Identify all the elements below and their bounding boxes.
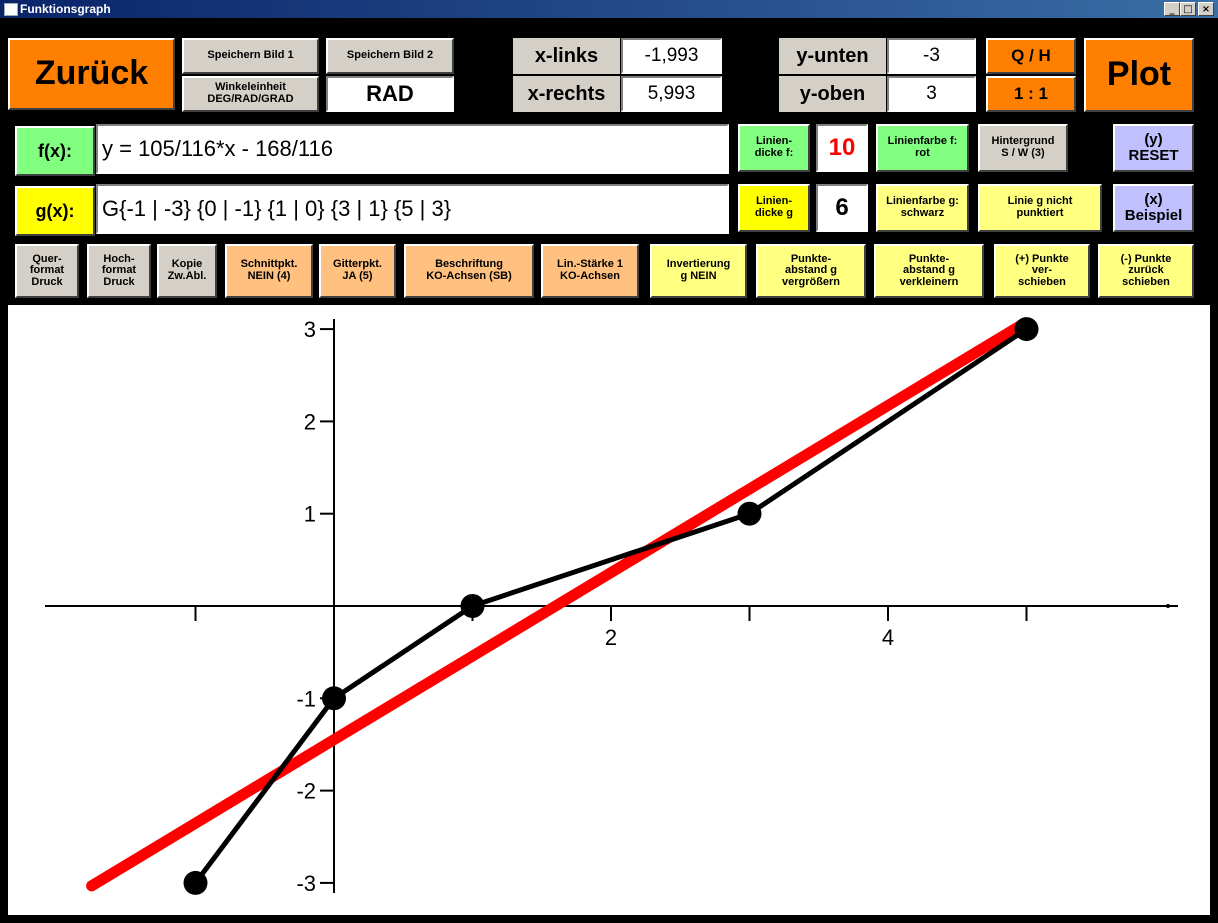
angle-unit-button[interactable]: Winkeleinheit DEG/RAD/GRAD bbox=[182, 76, 319, 112]
intersections-toggle-button[interactable]: Schnittpkt. NEIN (4) bbox=[225, 244, 313, 298]
x-links-label: x-links bbox=[513, 38, 620, 74]
g-line-color-button[interactable]: Linienfarbe g: schwarz bbox=[876, 184, 969, 232]
plot-area[interactable]: 2 4 -3 -2 -1 1 2 3 bbox=[8, 305, 1210, 915]
y-tick-label: 3 bbox=[304, 317, 316, 342]
maximize-icon[interactable]: □ bbox=[1180, 2, 1196, 16]
ratio-button[interactable]: 1 : 1 bbox=[986, 76, 1076, 112]
y-tick-label: -3 bbox=[296, 871, 316, 896]
g-line-width-input[interactable]: 6 bbox=[816, 184, 868, 232]
x-tick-label: 2 bbox=[605, 625, 617, 650]
app-icon bbox=[4, 3, 18, 16]
y-unten-input[interactable]: -3 bbox=[887, 38, 976, 74]
close-icon[interactable]: × bbox=[1198, 2, 1214, 16]
g-data-point bbox=[322, 686, 346, 711]
y-tick-label: -2 bbox=[296, 779, 316, 804]
save-image-2-button[interactable]: Speichern Bild 2 bbox=[326, 38, 454, 74]
g-expression-input[interactable]: G{-1 | -3} {0 | -1} {1 | 0} {3 | 1} {5 |… bbox=[96, 184, 729, 234]
g-data-point bbox=[460, 594, 485, 618]
axis-labels-button[interactable]: Beschriftung KO-Achsen (SB) bbox=[404, 244, 534, 298]
title-bar: Funktionsgraph _ □ × bbox=[0, 0, 1218, 18]
g-data-point bbox=[1014, 317, 1039, 342]
f-line-width-input[interactable]: 10 bbox=[816, 124, 868, 172]
angle-unit-display: RAD bbox=[326, 76, 454, 112]
background-toggle-button[interactable]: Hintergrund S / W (3) bbox=[978, 124, 1068, 172]
plot-button[interactable]: Plot bbox=[1084, 38, 1194, 112]
landscape-print-button[interactable]: Quer- format Druck bbox=[15, 244, 79, 298]
increase-point-spacing-button[interactable]: Punkte- abstand g vergrößern bbox=[756, 244, 866, 298]
window-title: Funktionsgraph bbox=[20, 2, 111, 16]
x-rechts-input[interactable]: 5,993 bbox=[621, 76, 722, 112]
invert-g-button[interactable]: Invertierung g NEIN bbox=[650, 244, 747, 298]
decrease-point-spacing-button[interactable]: Punkte- abstand g verkleinern bbox=[874, 244, 984, 298]
y-tick-label: 2 bbox=[304, 409, 316, 434]
y-oben-label: y-oben bbox=[779, 76, 886, 112]
portrait-print-button[interactable]: Hoch- format Druck bbox=[87, 244, 151, 298]
shift-points-back-button[interactable]: (-) Punkte zurück schieben bbox=[1098, 244, 1194, 298]
y-tick-label: 1 bbox=[304, 502, 316, 527]
graph-canvas: 2 4 -3 -2 -1 1 2 3 bbox=[45, 317, 1178, 896]
copy-clipboard-button[interactable]: Kopie Zw.Abl. bbox=[157, 244, 217, 298]
example-button[interactable]: (x) Beispiel bbox=[1113, 184, 1194, 232]
g-label-button[interactable]: g(x): bbox=[15, 186, 95, 236]
f-expression-input[interactable]: y = 105/116*x - 168/116 bbox=[96, 124, 729, 174]
g-data-point bbox=[737, 501, 762, 526]
grid-points-toggle-button[interactable]: Gitterpkt. JA (5) bbox=[319, 244, 396, 298]
zurueck-button[interactable]: Zurück bbox=[8, 38, 175, 110]
x-rechts-label: x-rechts bbox=[513, 76, 620, 112]
y-unten-label: y-unten bbox=[779, 38, 886, 74]
save-image-1-button[interactable]: Speichern Bild 1 bbox=[182, 38, 319, 74]
x-tick-label: 4 bbox=[882, 625, 894, 650]
g-dotted-toggle-button[interactable]: Linie g nicht punktiert bbox=[978, 184, 1102, 232]
f-line-width-button[interactable]: Linien- dicke f: bbox=[738, 124, 810, 172]
qh-button[interactable]: Q / H bbox=[986, 38, 1076, 74]
reset-button[interactable]: (y) RESET bbox=[1113, 124, 1194, 172]
x-axis-end-dot bbox=[1166, 604, 1170, 608]
g-data-point bbox=[183, 870, 208, 895]
f-graph-line bbox=[86, 317, 1031, 892]
axis-line-strength-button[interactable]: Lin.-Stärke 1 KO-Achsen bbox=[541, 244, 639, 298]
g-line-width-button[interactable]: Linien- dicke g bbox=[738, 184, 810, 232]
f-label-button[interactable]: f(x): bbox=[15, 126, 95, 176]
y-oben-input[interactable]: 3 bbox=[887, 76, 976, 112]
f-line-color-button[interactable]: Linienfarbe f: rot bbox=[876, 124, 969, 172]
x-links-input[interactable]: -1,993 bbox=[621, 38, 722, 74]
y-tick-label: -1 bbox=[296, 686, 316, 711]
shift-points-button[interactable]: (+) Punkte ver- schieben bbox=[994, 244, 1090, 298]
minimize-icon[interactable]: _ bbox=[1164, 2, 1180, 16]
